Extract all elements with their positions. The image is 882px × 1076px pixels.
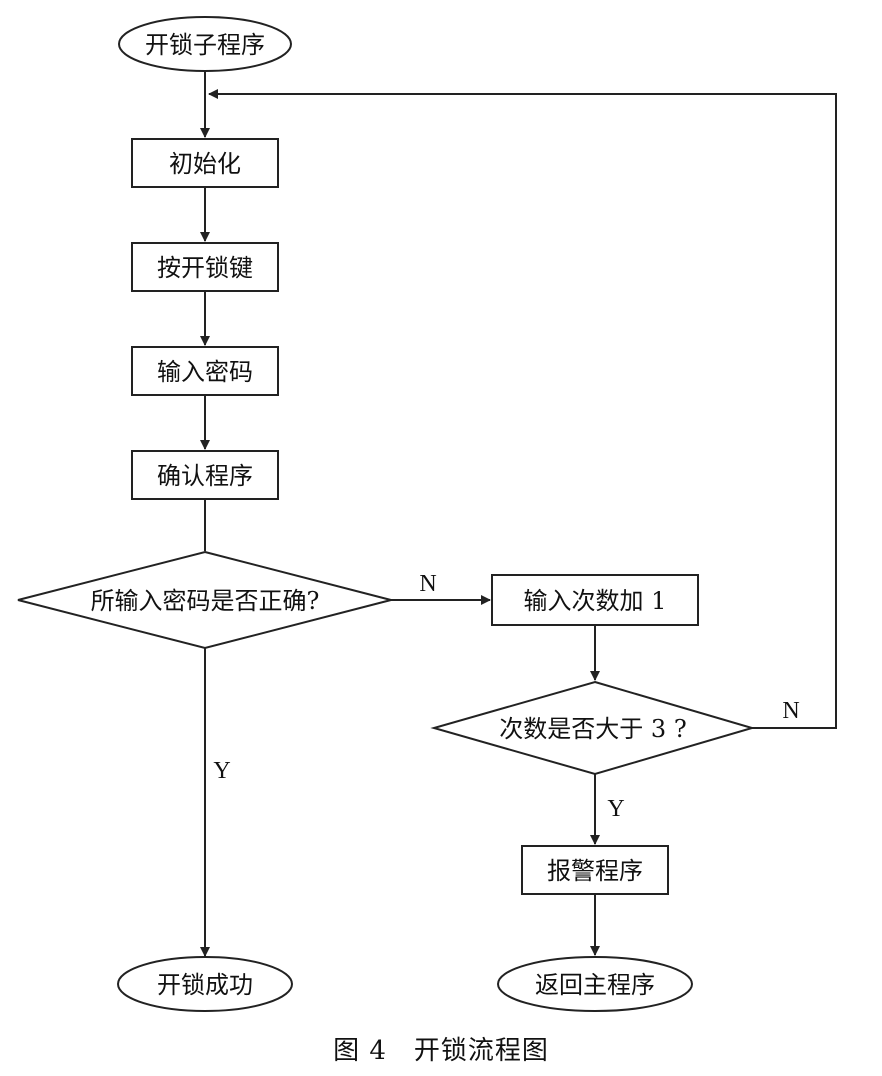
node-alarm: 报警程序 [521, 845, 669, 895]
node-init: 初始化 [131, 138, 279, 188]
start-terminal [118, 16, 292, 72]
count-plus-one-box [491, 574, 699, 626]
edge-label-count-not-exceeded: N [782, 698, 799, 724]
edge-label-password-correct: Y [213, 758, 230, 784]
count-plus-one-label: 输入次数加 1 [524, 587, 667, 615]
press-key-box [131, 242, 279, 292]
node-check-password: 所输入密码是否正确? [17, 550, 392, 650]
node-enter-password: 输入密码 [131, 346, 279, 396]
confirm-label: 确认程序 [157, 462, 253, 490]
edge-label-password-wrong: N [419, 571, 436, 597]
start-label: 开锁子程序 [145, 31, 265, 59]
press-key-label: 按开锁键 [157, 254, 253, 282]
edge-check-count-loop-back [208, 89, 837, 729]
node-unlock-success: 开锁成功 [117, 956, 293, 1012]
check-count-label: 次数是否大于 3 ? [499, 715, 686, 743]
node-confirm: 确认程序 [131, 450, 279, 500]
check-password-label: 所输入密码是否正确? [91, 587, 320, 615]
confirm-box [131, 450, 279, 500]
alarm-label: 报警程序 [547, 857, 643, 885]
node-start: 开锁子程序 [118, 16, 292, 72]
check-count-diamond [430, 680, 756, 776]
return-main-label: 返回主程序 [535, 971, 655, 999]
alarm-box [521, 845, 669, 895]
unlock-success-label: 开锁成功 [157, 971, 253, 999]
enter-password-label: 输入密码 [157, 358, 253, 386]
edge-label-count-exceeded: Y [607, 796, 624, 822]
node-return-main: 返回主程序 [497, 956, 693, 1012]
init-box [131, 138, 279, 188]
init-label: 初始化 [169, 150, 241, 178]
node-press-key: 按开锁键 [131, 242, 279, 292]
return-main-terminal [497, 956, 693, 1012]
unlock-success-terminal [117, 956, 293, 1012]
enter-password-box [131, 346, 279, 396]
edges [200, 71, 837, 957]
node-check-count: 次数是否大于 3 ? [430, 680, 756, 776]
node-count-plus-one: 输入次数加 1 [491, 574, 699, 626]
check-password-diamond [17, 550, 392, 650]
figure-caption: 图 4 开锁流程图 [333, 1036, 549, 1066]
